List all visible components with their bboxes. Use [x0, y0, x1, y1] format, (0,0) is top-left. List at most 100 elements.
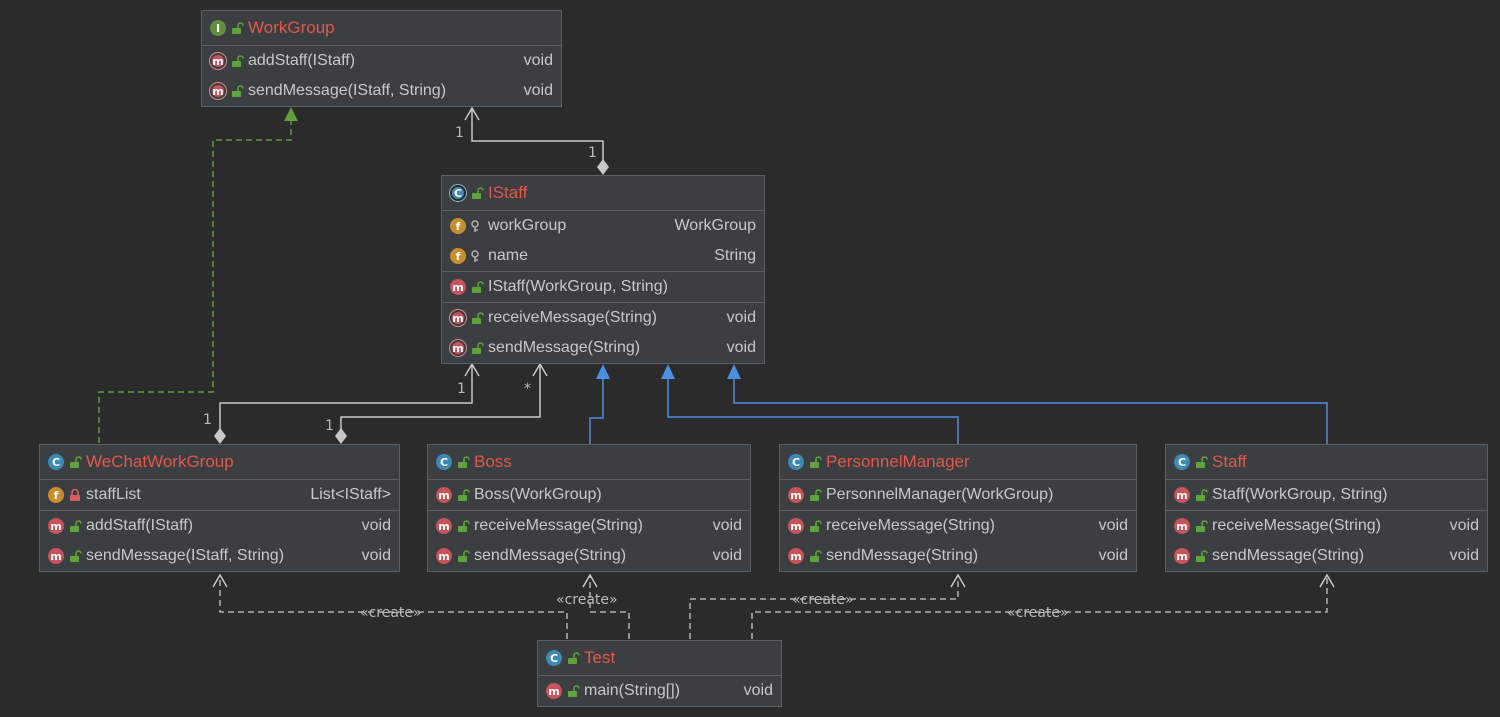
method-row[interactable]: m sendMessage(String) void	[1166, 541, 1487, 571]
class-test[interactable]: C Test m main(String[]) void	[537, 640, 782, 707]
class-icon: C	[788, 454, 804, 470]
public-visibility-icon	[470, 280, 484, 294]
class-workgroup[interactable]: I WorkGroup m addStaff(IStaff) void m se…	[201, 10, 562, 107]
constructor-row[interactable]: m Boss(WorkGroup)	[428, 480, 750, 510]
public-visibility-icon	[68, 519, 82, 533]
method-name: sendMessage(String)	[488, 339, 641, 356]
interface-icon: I	[210, 20, 226, 36]
method-return-type: void	[361, 517, 391, 534]
edge-test-creates-wechat	[212, 573, 568, 639]
methods-section: m receiveMessage(String) void m sendMess…	[428, 511, 750, 571]
method-icon: m	[1174, 518, 1190, 534]
protected-visibility-icon	[470, 249, 484, 263]
method-return-type: void	[1449, 547, 1479, 564]
class-personnelmanager-header[interactable]: C PersonnelManager	[780, 445, 1136, 480]
method-icon: m	[436, 548, 452, 564]
public-visibility-icon	[1194, 519, 1208, 533]
method-icon: m	[48, 548, 64, 564]
method-return-type: void	[726, 339, 756, 356]
method-icon: m	[1174, 548, 1190, 564]
method-row[interactable]: m sendMessage(IStaff, String) void	[40, 541, 399, 571]
class-boss-header[interactable]: C Boss	[428, 445, 750, 480]
methods-section: m main(String[]) void	[538, 676, 781, 706]
public-visibility-icon	[1194, 488, 1208, 502]
method-row[interactable]: m sendMessage(String) void	[442, 333, 764, 363]
class-boss[interactable]: C Boss m Boss(WorkGroup) m receiveMessag…	[427, 444, 751, 572]
class-wechatworkgroup-header[interactable]: C WeChatWorkGroup	[40, 445, 399, 480]
class-istaff-header[interactable]: C IStaff	[442, 176, 764, 211]
class-personnelmanager[interactable]: C PersonnelManager m PersonnelManager(Wo…	[779, 444, 1137, 572]
edge-label-create-wechat: «create»	[360, 605, 422, 621]
field-icon: f	[48, 487, 64, 503]
constructor-name: PersonnelManager(WorkGroup)	[826, 486, 1054, 503]
field-name: name	[488, 247, 529, 264]
method-row[interactable]: m receiveMessage(String) void	[442, 303, 764, 333]
method-name: addStaff(IStaff)	[248, 52, 356, 69]
method-icon: m	[788, 487, 804, 503]
edge-staff-extends-istaff	[727, 364, 1328, 444]
method-icon: m	[48, 518, 64, 534]
method-return-type: void	[523, 52, 553, 69]
public-visibility-icon	[566, 651, 580, 665]
field-row[interactable]: f name String	[442, 241, 764, 271]
constructor-row[interactable]: m IStaff(WorkGroup, String)	[442, 272, 764, 302]
field-row[interactable]: f workGroup WorkGroup	[442, 211, 764, 241]
fields-section: f workGroup WorkGroup f name String	[442, 211, 764, 272]
edge-label-create-pm: «create»	[792, 592, 854, 608]
constructor-row[interactable]: m PersonnelManager(WorkGroup)	[780, 480, 1136, 510]
method-row[interactable]: m addStaff(IStaff) void	[202, 46, 561, 76]
method-return-type: void	[361, 547, 391, 564]
edge-label-wechat-one-left: 1	[203, 412, 212, 428]
field-type: String	[714, 247, 756, 264]
class-istaff[interactable]: C IStaff f workGroup WorkGroup f name St…	[441, 175, 765, 364]
field-row[interactable]: f staffList List<IStaff>	[40, 480, 399, 510]
methods-section: m receiveMessage(String) void m sendMess…	[442, 303, 764, 363]
method-row[interactable]: m sendMessage(String) void	[428, 541, 750, 571]
method-row[interactable]: m sendMessage(String) void	[780, 541, 1136, 571]
edge-label-istaff-one-top: 1	[588, 145, 597, 161]
abstract-method-icon: m	[210, 53, 226, 69]
public-visibility-icon	[1194, 549, 1208, 563]
edge-boss-extends-istaff	[589, 364, 610, 444]
constructor-name: Boss(WorkGroup)	[474, 486, 602, 503]
abstract-method-icon: m	[210, 83, 226, 99]
method-row[interactable]: m sendMessage(IStaff, String) void	[202, 76, 561, 106]
class-test-header[interactable]: C Test	[538, 641, 781, 676]
class-staff[interactable]: C Staff m Staff(WorkGroup, String) m rec…	[1165, 444, 1488, 572]
edge-wechat-implements-workgroup	[98, 107, 298, 443]
method-name: receiveMessage(String)	[826, 517, 995, 534]
field-icon: f	[450, 248, 466, 264]
method-name: receiveMessage(String)	[488, 309, 657, 326]
method-return-type: void	[523, 82, 553, 99]
class-workgroup-header[interactable]: I WorkGroup	[202, 11, 561, 46]
method-icon: m	[788, 518, 804, 534]
method-return-type: void	[712, 547, 742, 564]
field-icon: f	[450, 218, 466, 234]
method-return-type: void	[743, 682, 773, 699]
method-return-type: void	[1449, 517, 1479, 534]
public-visibility-icon	[456, 455, 470, 469]
edge-label-create-staff: «create»	[1007, 605, 1069, 621]
constructor-name: IStaff(WorkGroup, String)	[488, 278, 668, 295]
method-return-type: void	[1098, 547, 1128, 564]
class-title: Test	[584, 648, 616, 667]
method-return-type: void	[726, 309, 756, 326]
public-visibility-icon	[470, 311, 484, 325]
abstract-method-icon: m	[450, 340, 466, 356]
method-name: sendMessage(String)	[1212, 547, 1365, 564]
static-method-icon: m	[546, 683, 562, 699]
class-title: IStaff	[488, 183, 528, 202]
constructor-name: Staff(WorkGroup, String)	[1212, 486, 1388, 503]
constructors-section: m Staff(WorkGroup, String)	[1166, 480, 1487, 511]
method-row[interactable]: m receiveMessage(String) void	[1166, 511, 1487, 541]
class-wechatworkgroup[interactable]: C WeChatWorkGroup f staffList List<IStaf…	[39, 444, 400, 572]
method-row[interactable]: m receiveMessage(String) void	[780, 511, 1136, 541]
method-row[interactable]: m receiveMessage(String) void	[428, 511, 750, 541]
public-visibility-icon	[470, 341, 484, 355]
method-icon: m	[450, 279, 466, 295]
class-staff-header[interactable]: C Staff	[1166, 445, 1487, 480]
method-row[interactable]: m addStaff(IStaff) void	[40, 511, 399, 541]
field-type: List<IStaff>	[310, 486, 391, 503]
constructor-row[interactable]: m Staff(WorkGroup, String)	[1166, 480, 1487, 510]
method-row[interactable]: m main(String[]) void	[538, 676, 781, 706]
